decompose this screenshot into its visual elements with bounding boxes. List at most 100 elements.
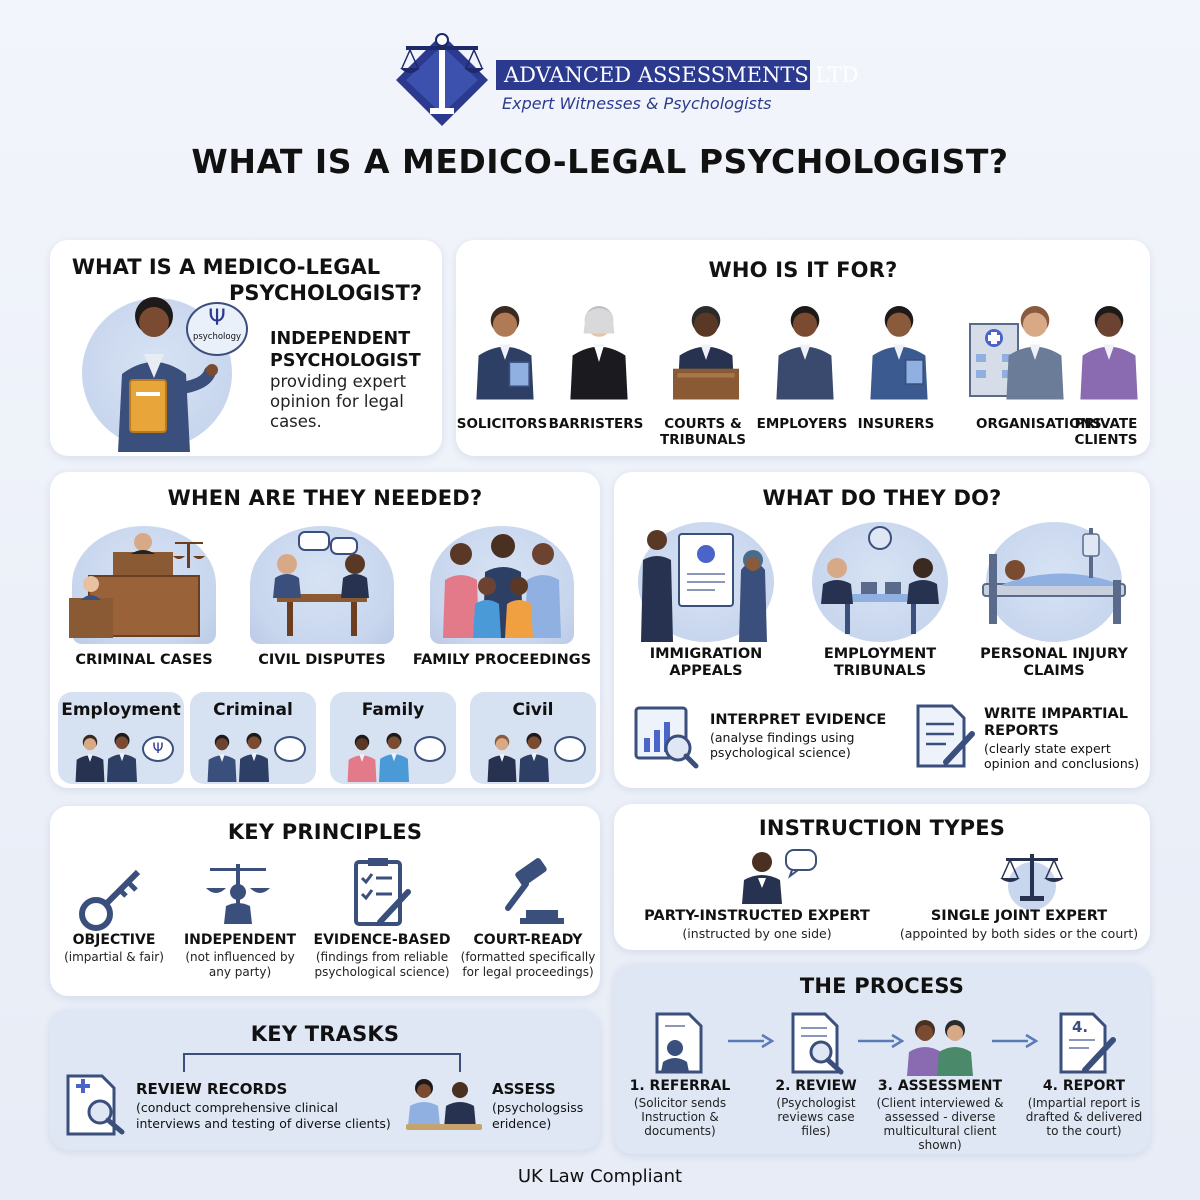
review-records-desc1: (conduct comprehensive clinical [136, 1100, 338, 1115]
psychology-speech-bubble: Ψ psychology [186, 302, 248, 356]
mini-person-b-icon [106, 732, 138, 782]
principles-card: KEY PRINCIPLES OBJECTIVE(impartial & fai… [50, 806, 600, 996]
review-records-label: REVIEW RECORDS [136, 1080, 288, 1098]
what-do-label-line1: IMMIGRATION [649, 646, 763, 662]
brand-tagline: Expert Witnesses & Psychologists [502, 94, 772, 113]
mini-person-b-icon [518, 732, 550, 782]
chart-magnifier-icon [634, 706, 699, 769]
interpret-evidence-desc1: (analyse findings using [710, 730, 855, 745]
tasks-card: KEY TRASKS REVIEW RECORDS (conduct compr… [50, 1010, 600, 1150]
process-title: THE PROCESS [799, 974, 965, 998]
report-number-label: 4. [1072, 1018, 1089, 1036]
what-is-heading-line2: PSYCHOLOGIST [270, 351, 421, 371]
what-is-card: WHAT IS A MEDICO-LEGAL PSYCHOLOGIST? Ψ p… [50, 240, 442, 456]
who-person-icon-7 [1080, 306, 1138, 400]
what-is-title: WHAT IS A MEDICO-LEGAL PSYCHOLOGIST? [50, 254, 422, 306]
assess-desc2: eridence) [492, 1116, 552, 1131]
principle-desc-line2: for legal proceedings) [462, 965, 594, 979]
assess-label: ASSESS [492, 1080, 556, 1098]
scales-icon [1000, 854, 1064, 910]
tasks-title: KEY TRASKS [250, 1022, 400, 1046]
who-for-label-line2: CLIENTS [1074, 432, 1138, 448]
mini-person-b-icon [238, 732, 270, 782]
mini-person-b-icon [378, 732, 410, 782]
assessment-people-icon [907, 1020, 973, 1076]
write-reports-desc1: (clearly state expert [984, 741, 1111, 756]
review-records-desc: (conduct comprehensive clinical intervie… [136, 1100, 391, 1132]
mini-bubble-icon [274, 736, 306, 762]
bracket-connector [183, 1053, 461, 1072]
assessment-meeting-icon [406, 1079, 482, 1130]
arrow-right-icon [858, 1033, 905, 1049]
principle-desc-line2: psychological science) [314, 965, 450, 979]
what-do-label-line2: APPEALS [669, 663, 743, 679]
medical-record-icon [66, 1074, 125, 1136]
arrow-right-icon [728, 1033, 775, 1049]
write-reports-desc: (clearly state expert opinion and conclu… [984, 741, 1139, 771]
what-is-title-line1: WHAT IS A MEDICO-LEGAL [71, 255, 381, 279]
who-for-label-3: COURTS &TRIBUNALS [647, 416, 759, 448]
what-is-body-line3: cases. [270, 412, 322, 431]
process-step-label-4: 4. REPORT [1042, 1078, 1126, 1094]
who-for-label-6: ORGANISATIONS [976, 416, 1102, 432]
checklist-icon [354, 858, 411, 926]
report-pen-icon [916, 704, 975, 768]
what-do-title: WHAT DO THEY DO? [762, 486, 1002, 510]
who-for-label-1: SOLICITORS [446, 416, 558, 432]
who-for-label-line1: BARRISTERS [548, 416, 644, 432]
process-desc-line2: Instruction & [641, 1110, 719, 1124]
what-is-heading: INDEPENDENT PSYCHOLOGIST [270, 328, 421, 372]
what-do-label-line2: TRIBUNALS [833, 663, 927, 679]
psi-bubble-icon: Ψ [142, 736, 174, 762]
principle-label-1: OBJECTIVE [72, 932, 156, 948]
when-needed-label-1: CRIMINAL CASES [75, 652, 213, 668]
who-for-label-5: INSURERS [840, 416, 952, 432]
tribunal-meeting-icon [821, 526, 939, 634]
what-is-heading-line1: INDEPENDENT [270, 329, 411, 349]
when-needed-label-2: CIVIL DISPUTES [258, 652, 386, 668]
who-for-label-line1: EMPLOYERS [756, 416, 848, 432]
who-person-icon-3 [673, 306, 739, 400]
what-do-card: WHAT DO THEY DO? INTERPRET EVIDENCE (ana… [614, 472, 1150, 788]
principle-desc-line1: (not influenced by [185, 950, 295, 964]
what-is-body-line2: opinion for legal [270, 392, 404, 411]
brand-logo: ADVANCED ASSESSMENTS LTD Expert Witnesse… [392, 26, 858, 126]
principles-title: KEY PRINCIPLES [227, 820, 423, 844]
what-do-label-line1: PERSONAL INJURY [980, 646, 1128, 662]
scales-person-icon [206, 864, 270, 924]
interpret-evidence-desc2: psychological science) [710, 745, 851, 760]
who-for-label-line1: PRIVATE [1074, 416, 1138, 432]
process-desc-line3: files) [801, 1124, 831, 1138]
who-for-label-2: BARRISTERS [540, 416, 652, 432]
referral-document-icon [655, 1012, 703, 1074]
mini-person-a-icon [347, 734, 377, 782]
psychologist-icon [118, 297, 218, 452]
write-reports-desc2: opinion and conclusions) [984, 756, 1140, 771]
write-reports-title: WRITE IMPARTIAL REPORTS [984, 706, 1128, 740]
process-desc-line2: reviews case [777, 1110, 855, 1124]
courtroom-icon [69, 533, 205, 638]
what-is-title-line2: PSYCHOLOGIST? [229, 281, 422, 305]
when-needed-mini-4: Civil [470, 692, 596, 784]
instruction-card: INSTRUCTION TYPES PARTY-INSTRUCTED EXPER… [614, 804, 1150, 950]
interpret-evidence-desc: (analyse findings using psychological sc… [710, 730, 854, 760]
mini-title: Employment [61, 700, 181, 720]
footer-compliance: UK Law Compliant [517, 1166, 683, 1187]
when-needed-title: WHEN ARE THEY NEEDED? [167, 486, 483, 510]
gavel-icon [505, 858, 564, 924]
what-is-body-line1: providing expert [270, 372, 407, 391]
what-do-label-line2: CLAIMS [1023, 663, 1085, 679]
assess-desc1: (psychologsiss [492, 1100, 584, 1115]
process-desc-line3: to the court) [1046, 1124, 1122, 1138]
report-document-icon [1059, 1012, 1116, 1074]
